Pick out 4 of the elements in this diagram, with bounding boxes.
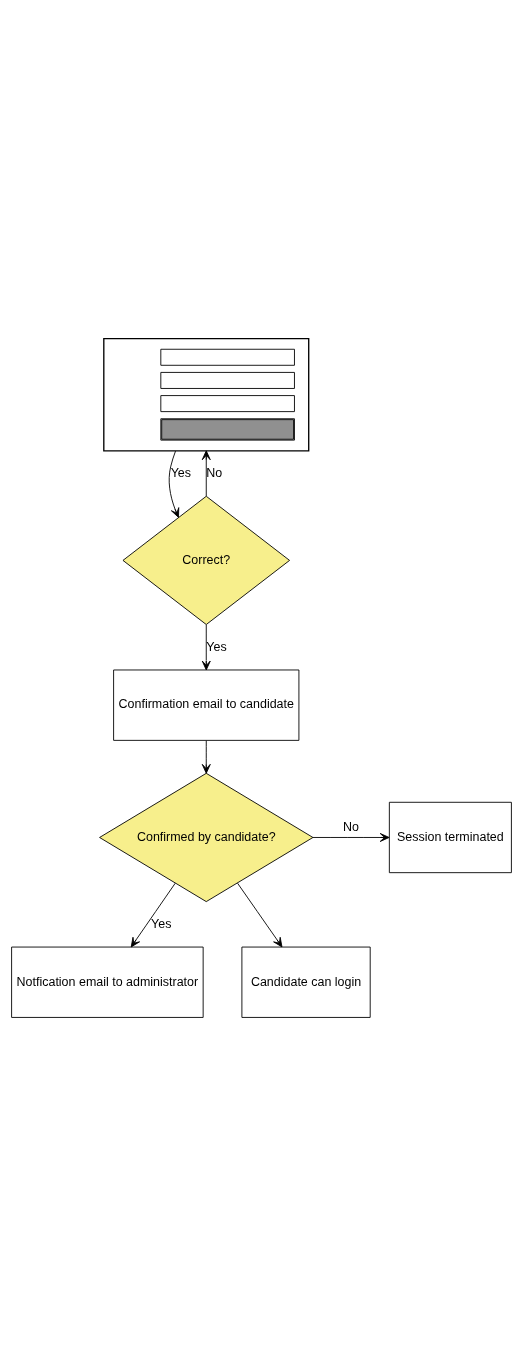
edge-label: Yes [151, 916, 172, 931]
edge-label: No [206, 465, 223, 480]
edge-label: No [343, 820, 360, 835]
edge-label: Yes [170, 465, 192, 480]
